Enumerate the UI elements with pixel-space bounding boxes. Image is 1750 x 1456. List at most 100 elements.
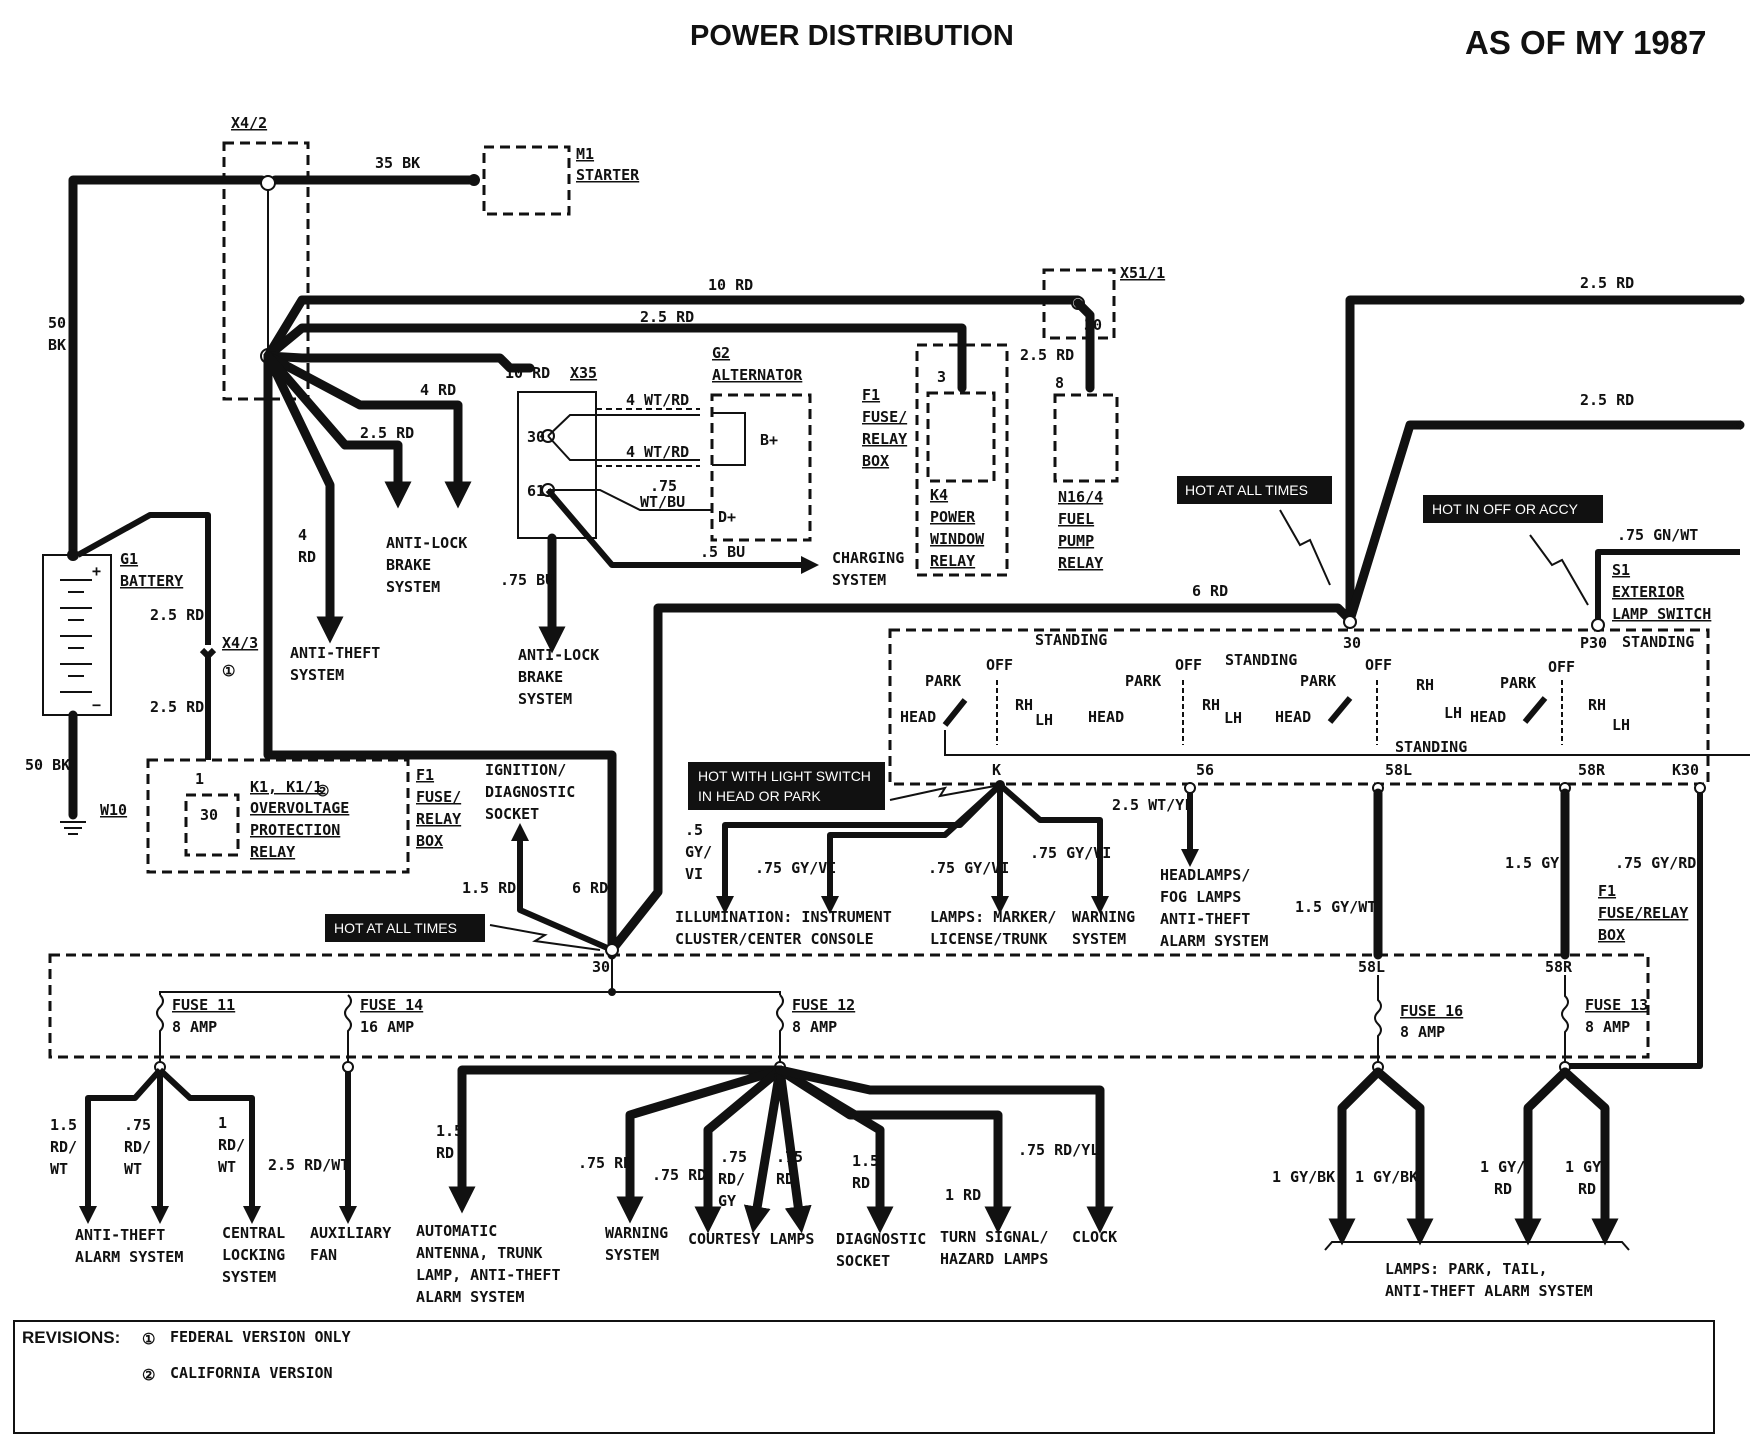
atas-text-a: ANTI-THEFT [75,1226,165,1244]
b3a: 1 [218,1114,227,1132]
abs1-text-a: ANTI-LOCK [386,534,467,552]
abs2-text-a: ANTI-LOCK [518,646,599,664]
k4-25rd-wire [263,323,967,393]
standing-4-text: STANDING [1622,633,1694,651]
head-2-text: HEAD [1088,708,1124,726]
right-wire-1-break [1731,295,1742,305]
g2-alternator-box [710,393,812,542]
pin-k30-terminal [1694,782,1706,794]
park-text-b: ANTI-THEFT ALARM SYSTEM [1385,1282,1593,1300]
hot-at-all-times-flag-2 [325,914,485,942]
lh-3-text: LH [1444,704,1462,722]
fuse-16-text: FUSE 16 [1400,1002,1463,1020]
head-text-d: ALARM SYSTEM [1160,932,1268,950]
warn-text-b: SYSTEM [1072,930,1126,948]
rh-2-text: RH [1202,696,1220,714]
abs1-text-c: SYSTEM [386,578,440,596]
aux-text-a: AUXILIARY [310,1224,391,1242]
fuse11-15rdwt-wire [79,1068,163,1224]
m1-starter-box [482,145,571,216]
n16-25rd-wire [1073,298,1095,393]
head-4-text: HEAD [1470,708,1506,726]
fuse13-1gyrd-a-wire [1514,1067,1570,1246]
b1c: WT [50,1160,68,1178]
box-c-text: BOX [1598,926,1625,944]
b11: 1 RD [945,1186,981,1204]
fuse-a-text: FUSE/ [862,408,907,426]
fuse12-75rdyl-wire [775,1065,1114,1234]
battery-label: BATTERY [120,572,183,590]
w10rd-label: 10 RD [708,276,753,294]
dplus-text: D+ [718,508,736,526]
w6rd-b-label: 6 RD [572,879,608,897]
fuse-14: FUSE 14 16 AMP [344,994,423,1065]
fuse-14-out-terminal [342,1061,354,1073]
warnb-text-b: SYSTEM [605,1246,659,1264]
w4rd-b-bot: RD [298,548,316,566]
b15b: RD [1494,1180,1512,1198]
at1-text-a: ANTI-THEFT [290,644,380,662]
switch-section-3: PARK OFF HEAD RH LH STANDING [1275,656,1467,756]
standing-3-text: STANDING [1395,738,1467,756]
head-text-a: HEADLAMPS/ [1160,866,1250,884]
b6: .75 RD [578,1154,632,1172]
model-year-label: AS OF MY 1987 [1465,24,1707,61]
off-4-text: OFF [1548,658,1575,676]
b3b: RD/ [218,1136,245,1154]
lh-4-text: LH [1612,716,1630,734]
pin-k30-text: K30 [1672,761,1699,779]
alternator-bplus-circuit [712,412,746,466]
s1-p30-text: P30 [1580,634,1607,652]
hot-at-all-times-2-text: HOT AT ALL TIMES [334,920,457,936]
s1-exterior-lamp-switch-box [888,628,1710,786]
b13: 1 GY/BK [1272,1168,1335,1186]
fuse-30-text: 30 [592,958,610,976]
pump-label: PUMP [1058,532,1094,550]
protection-label: PROTECTION [250,821,340,839]
fuse12-75rdgy-wire [743,1065,785,1234]
x4-2-connector-box [222,141,310,401]
turn-text-b: HAZARD LAMPS [940,1250,1048,1268]
w75gyvi-b: .75 GY/VI [928,859,1009,877]
n16-pin8-text: 8 [1055,374,1064,392]
b15a: 1 GY/ [1480,1158,1525,1176]
w15gy-label: 1.5 GY [1505,854,1559,872]
fuse-13-text: FUSE 13 [1585,996,1648,1014]
fuse-14-amp-text: 16 AMP [360,1018,414,1036]
fuse-13: FUSE 13 8 AMP [1561,975,1648,1065]
w25rd-x43a-label: 2.5 RD [150,606,204,624]
fuse16-1gybk-b-wire [1373,1067,1434,1246]
illum-text-a: ILLUMINATION: INSTRUMENT [675,908,892,926]
m1-label: M1 [576,145,594,163]
w75bu-label: .75 BU [500,571,554,589]
fuse-box-30-terminal [605,943,619,957]
lightning-icon-4 [489,924,601,951]
fuse-relay-c-text: FUSE/RELAY [1598,904,1688,922]
battery-plus-terminal [67,549,79,561]
b7: .75 RD [652,1166,706,1184]
warnb-text-a: WARNING [605,1224,668,1242]
b8b: RD/ [718,1170,745,1188]
x4-3-rev1-mark: ① [222,662,235,680]
lamps-text-a: LAMPS: MARKER/ [930,908,1056,926]
battery-plus: + [92,562,101,580]
diag-text-a: DIAGNOSTIC [836,1230,926,1248]
bplus-text: B+ [760,431,778,449]
auto-text-c: LAMP, ANTI-THEFT [416,1266,561,1284]
k1-box [146,758,410,874]
g2-label: G2 [712,344,730,362]
abs1-text-b: BRAKE [386,556,431,574]
battery-x4-3-wire [76,512,211,645]
rev2-text: CALIFORNIA VERSION [170,1364,333,1382]
fuse-58r-text: 58R [1545,958,1573,976]
x51-1-label: X51/1 [1120,264,1165,282]
battery-minus: − [92,696,101,714]
ign-text-a: IGNITION/ [485,761,566,779]
charging-5bu-wire [545,488,819,574]
rev2-mark: ② [142,1366,155,1384]
w4wtrd-a-label: 4 WT/RD [626,391,689,409]
fuse-box [48,953,1650,1059]
park-4-text: PARK [1500,674,1536,692]
rev1-text: FEDERAL VERSION ONLY [170,1328,351,1346]
hot-light-b-text: IN HEAD OR PARK [698,788,821,804]
